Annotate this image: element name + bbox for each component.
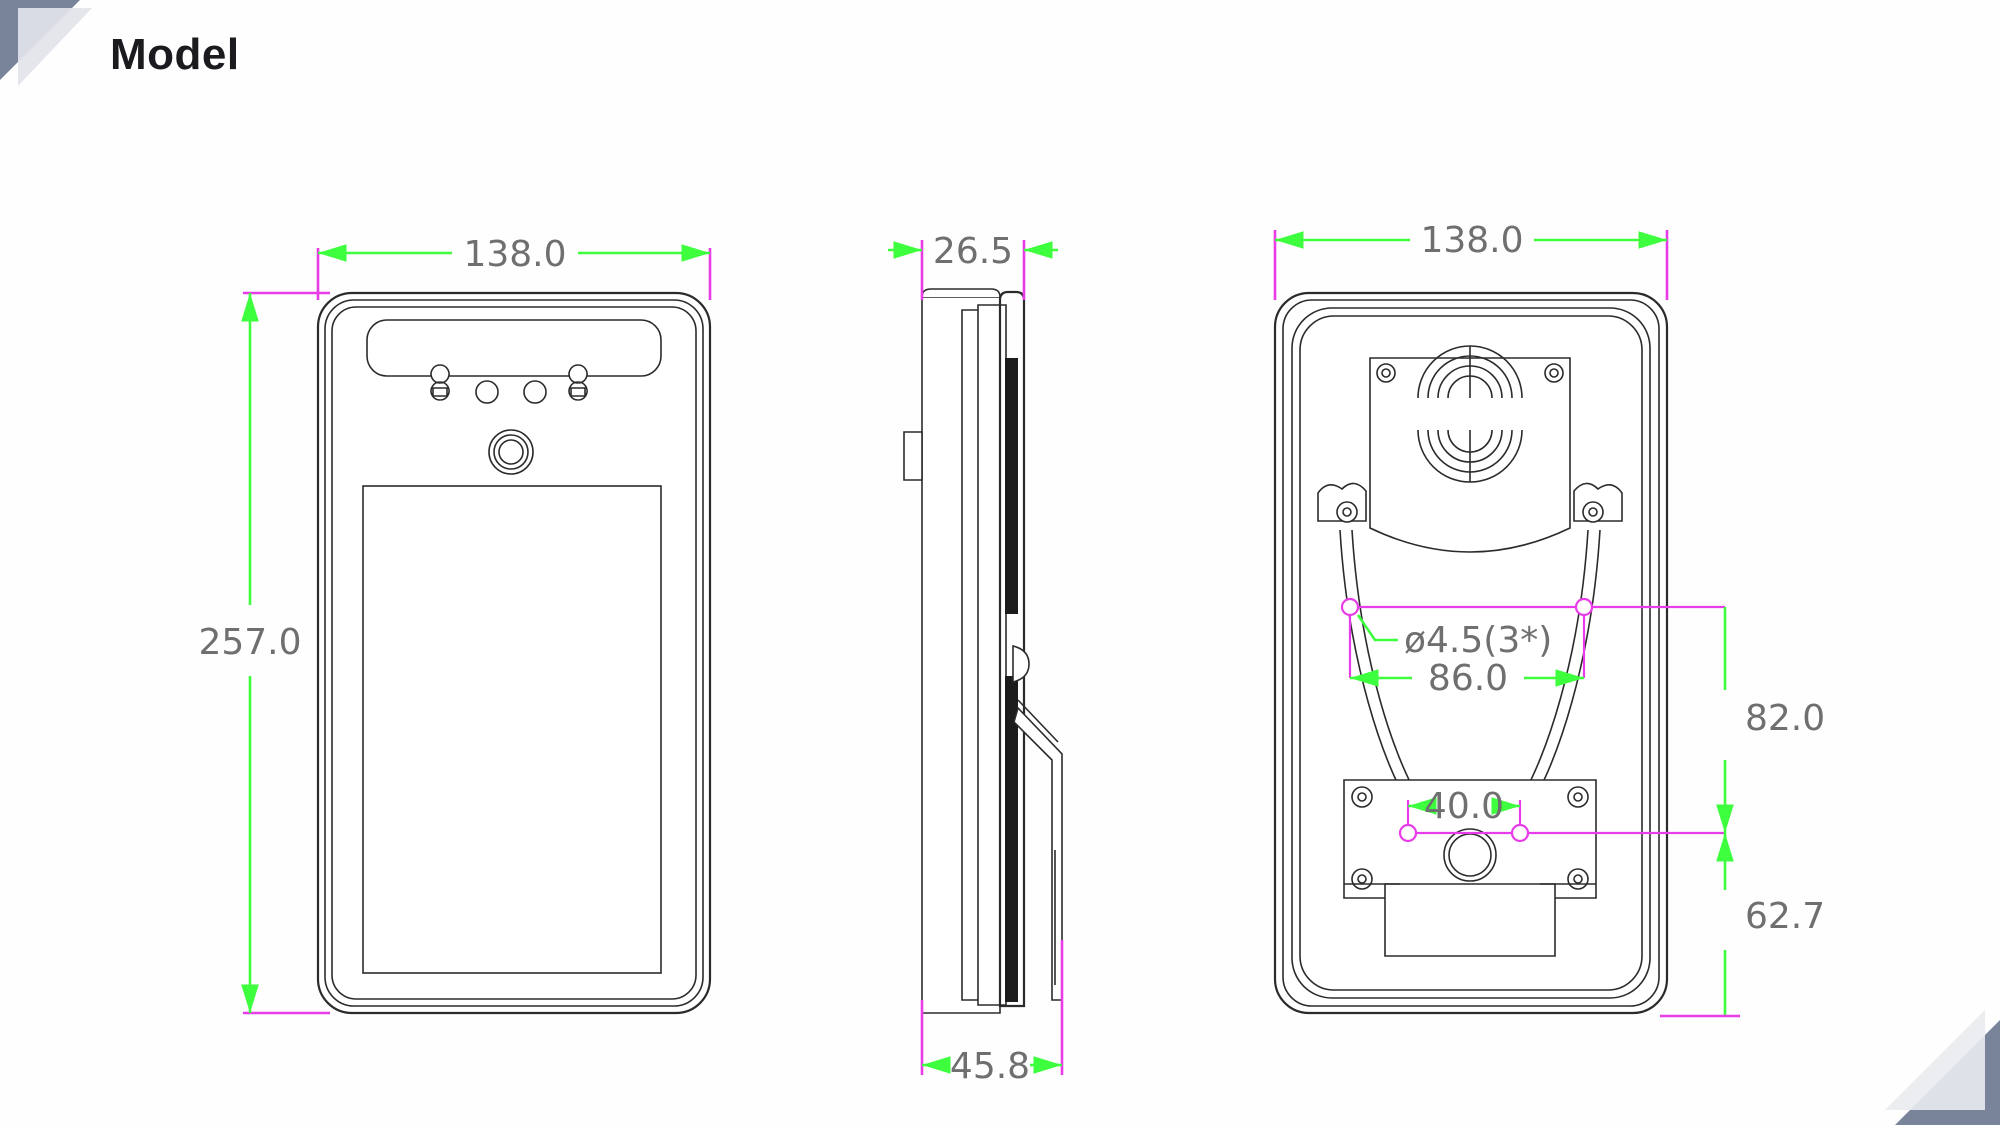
dimension-label-upper-hole-spacing: 86.0 bbox=[1428, 658, 1508, 699]
dimension-front-height: 257.0 bbox=[198, 291, 330, 1015]
front-view bbox=[316, 291, 712, 1015]
display-screen bbox=[362, 485, 662, 974]
dimension-label-side-depth-top: 26.5 bbox=[933, 231, 1013, 272]
dimension-label-rear-width: 138.0 bbox=[1420, 220, 1523, 261]
dimension-label-front-height: 257.0 bbox=[198, 622, 301, 663]
dimension-label-side-depth-bottom: 45.8 bbox=[950, 1046, 1030, 1087]
dimension-label-hole-diameter: ø4.5(3*) bbox=[1404, 620, 1552, 661]
dimension-label-lower-vertical: 62.7 bbox=[1745, 896, 1825, 937]
dimension-label-front-width: 138.0 bbox=[463, 234, 566, 275]
dimension-rear-width: 138.0 bbox=[1273, 220, 1669, 300]
dimension-lower-hole-pattern: 40.0 bbox=[1398, 786, 1725, 843]
corner-triangle-icon bbox=[0, 0, 92, 86]
dimension-label-upper-vertical: 82.0 bbox=[1745, 698, 1825, 739]
side-view bbox=[903, 288, 1063, 1014]
corner-triangle-icon bbox=[1885, 1010, 2000, 1125]
dimension-front-width: 138.0 bbox=[316, 234, 712, 300]
dimension-side-depth-bottom: 45.8 bbox=[920, 940, 1064, 1087]
dimension-side-depth-top: 26.5 bbox=[888, 231, 1058, 300]
camera-lens-icon bbox=[488, 429, 534, 475]
dimension-rear-vertical: 82.0 62.7 bbox=[1660, 607, 1825, 1018]
fan-grille bbox=[1369, 345, 1571, 553]
page-title: Model bbox=[110, 30, 240, 79]
sensor-row bbox=[430, 364, 588, 404]
dimension-label-lower-hole-spacing: 40.0 bbox=[1424, 786, 1504, 827]
dimension-upper-hole-pattern: ø4.5(3*) 86.0 bbox=[1340, 597, 1725, 699]
